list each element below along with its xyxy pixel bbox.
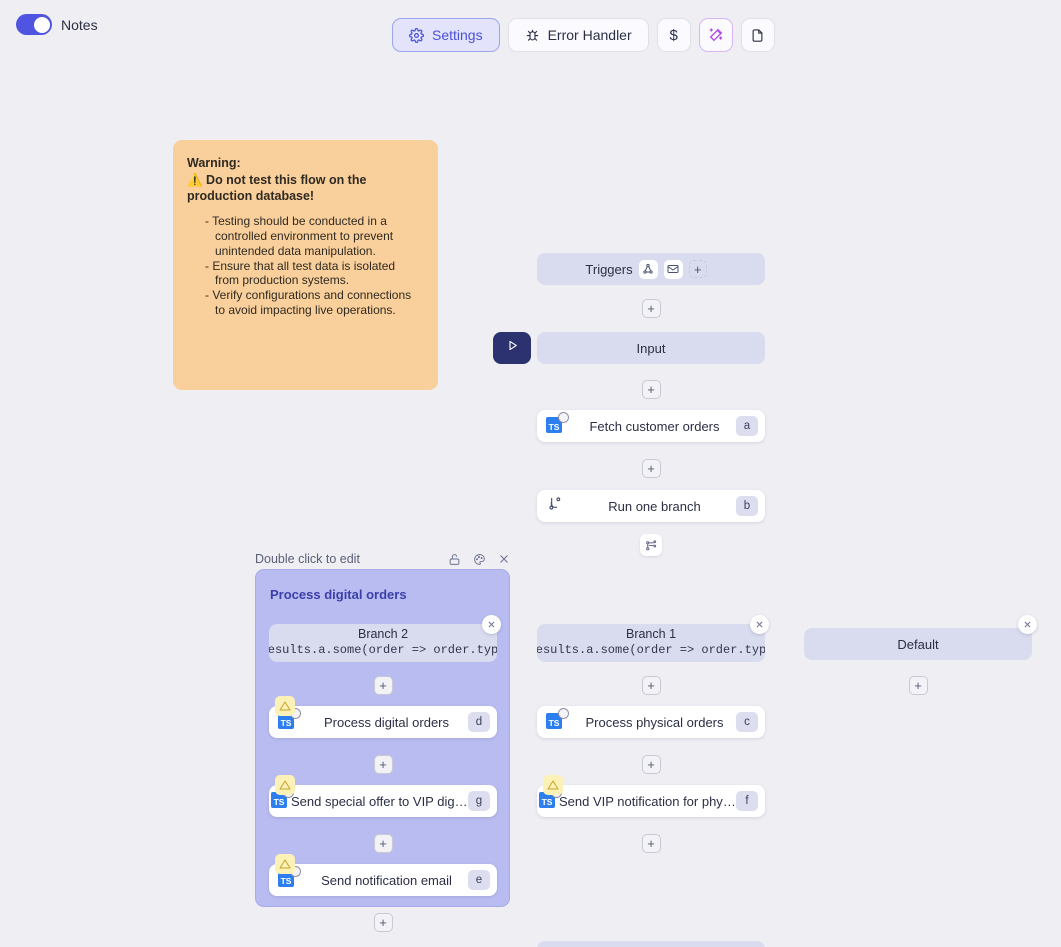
add-node-button[interactable]: + bbox=[641, 755, 661, 774]
file-button[interactable] bbox=[740, 18, 775, 52]
list-item: - Ensure that all test data is isolated … bbox=[205, 258, 396, 288]
run-flow-button[interactable] bbox=[493, 332, 531, 364]
node-badge: d bbox=[468, 712, 490, 732]
node-label: Fetch customer orders bbox=[589, 418, 720, 434]
node-label: Send notification email bbox=[321, 872, 452, 888]
warning-icon bbox=[275, 696, 295, 716]
magic-wand-button[interactable] bbox=[698, 18, 733, 52]
note-list: - Testing should be conducted in a contr… bbox=[205, 214, 422, 317]
settings-button[interactable]: Settings bbox=[392, 18, 500, 52]
add-node-button[interactable]: + bbox=[641, 834, 661, 853]
error-handler-button[interactable]: Error Handler bbox=[507, 18, 649, 52]
group-title: Process digital orders bbox=[270, 587, 407, 602]
node-badge: f bbox=[736, 791, 758, 811]
node-send-vip-notification-physical[interactable]: TS Send VIP notification for physical...… bbox=[537, 775, 765, 817]
node-label: Send VIP notification for physical... bbox=[559, 793, 736, 809]
branch-expression: results.a.some(order => order.type bbox=[537, 643, 765, 658]
dollar-icon: $ bbox=[669, 26, 678, 44]
node-icon-slot: TS bbox=[537, 412, 573, 435]
node-run-one-branch[interactable]: Run one branch b bbox=[537, 490, 765, 522]
list-item: - Testing should be conducted in a contr… bbox=[205, 214, 394, 258]
remove-branch-button[interactable] bbox=[1018, 615, 1037, 634]
branch-icon bbox=[547, 496, 563, 517]
add-node-button[interactable]: + bbox=[641, 676, 661, 695]
node-icon-slot: TS bbox=[537, 708, 573, 731]
list-item: - Verify configurations and connections … bbox=[205, 288, 412, 317]
branch-name: Branch 1 bbox=[625, 627, 677, 642]
node-send-notification-email[interactable]: TS Send notification email e bbox=[269, 854, 497, 896]
palette-icon[interactable] bbox=[473, 553, 486, 566]
warning-icon bbox=[275, 854, 295, 874]
remove-branch-button[interactable] bbox=[482, 615, 501, 634]
note-title: Warning: bbox=[187, 156, 241, 170]
remove-branch-button[interactable] bbox=[750, 615, 769, 634]
branch-condition-branch-2[interactable]: Branch 2 results.a.some(order => order.t… bbox=[269, 624, 497, 662]
typescript-icon: TS bbox=[546, 412, 569, 435]
add-node-button[interactable]: + bbox=[373, 913, 393, 932]
node-label: Send special offer to VIP digital c... bbox=[291, 793, 468, 809]
branch-name: Branch 2 bbox=[357, 627, 409, 642]
add-node-button[interactable]: + bbox=[373, 834, 393, 853]
node-badge: e bbox=[468, 870, 490, 890]
input-node[interactable]: Input bbox=[537, 332, 765, 364]
toggle-knob bbox=[33, 16, 50, 33]
branch-condition-branch-1[interactable]: Branch 1 results.a.some(order => order.t… bbox=[537, 624, 765, 662]
typescript-icon: TS bbox=[546, 708, 569, 731]
gear-icon bbox=[409, 27, 424, 43]
note-headline: ⚠️ Do not test this flow on the producti… bbox=[187, 172, 367, 203]
node-icon-slot bbox=[537, 496, 573, 517]
bug-icon bbox=[525, 28, 540, 43]
settings-button-label: Settings bbox=[432, 27, 483, 43]
warning-icon bbox=[543, 775, 563, 795]
node-badge: a bbox=[736, 416, 758, 436]
input-node-label: Input bbox=[636, 340, 666, 356]
triggers-node[interactable]: Triggers + bbox=[537, 253, 765, 285]
branch-name: Default bbox=[897, 636, 939, 652]
close-icon[interactable] bbox=[498, 553, 510, 565]
node-process-physical-orders[interactable]: TS Process physical orders c bbox=[537, 706, 765, 738]
group-edit-hint: Double click to edit bbox=[255, 552, 360, 566]
triggers-label: Triggers bbox=[585, 261, 633, 277]
add-node-button[interactable]: + bbox=[908, 676, 928, 695]
lock-icon[interactable] bbox=[448, 553, 461, 566]
magic-wand-icon bbox=[708, 27, 724, 43]
warning-icon bbox=[275, 775, 295, 795]
node-badge: g bbox=[468, 791, 490, 811]
node-icon-slot: TS bbox=[269, 866, 305, 889]
warning-note[interactable]: Warning: ⚠️ Do not test this flow on the… bbox=[173, 140, 438, 390]
node-process-digital-orders[interactable]: TS Process digital orders d bbox=[269, 696, 497, 738]
branch-expression: results.a.some(order => order.type bbox=[269, 643, 497, 658]
node-fetch-customer-orders[interactable]: TS Fetch customer orders a bbox=[537, 410, 765, 442]
webhook-icon[interactable] bbox=[638, 259, 658, 279]
typescript-icon: TS bbox=[278, 866, 301, 889]
top-toolbar: Settings Error Handler $ bbox=[392, 18, 775, 52]
node-label: Process physical orders bbox=[585, 714, 724, 730]
node-badge: b bbox=[736, 496, 758, 516]
dollar-button[interactable]: $ bbox=[656, 18, 691, 52]
error-handler-button-label: Error Handler bbox=[547, 27, 632, 43]
add-node-button[interactable]: + bbox=[373, 755, 393, 774]
file-icon bbox=[750, 28, 765, 43]
add-node-button[interactable]: + bbox=[641, 299, 661, 318]
play-icon bbox=[505, 338, 520, 358]
node-label: Process digital orders bbox=[324, 714, 449, 730]
node-send-special-offer-vip-digital[interactable]: TS Send special offer to VIP digital c..… bbox=[269, 775, 497, 817]
notes-label: Notes bbox=[61, 16, 98, 33]
node-label: Run one branch bbox=[608, 498, 701, 514]
branch-condition-default[interactable]: Default bbox=[804, 628, 1032, 660]
group-header-icons bbox=[448, 553, 510, 566]
group-header[interactable]: Double click to edit bbox=[255, 552, 510, 566]
branch-merge-icon[interactable] bbox=[640, 534, 662, 556]
add-node-button[interactable]: + bbox=[373, 676, 393, 695]
bottom-node-partial[interactable] bbox=[537, 941, 765, 947]
notes-toggle[interactable] bbox=[16, 14, 52, 35]
add-node-button[interactable]: + bbox=[641, 459, 661, 478]
envelope-icon[interactable] bbox=[663, 259, 683, 279]
node-badge: c bbox=[736, 712, 758, 732]
notes-toggle-group[interactable]: Notes bbox=[16, 14, 98, 35]
add-trigger-button[interactable]: + bbox=[688, 260, 707, 278]
add-node-button[interactable]: + bbox=[641, 380, 661, 399]
